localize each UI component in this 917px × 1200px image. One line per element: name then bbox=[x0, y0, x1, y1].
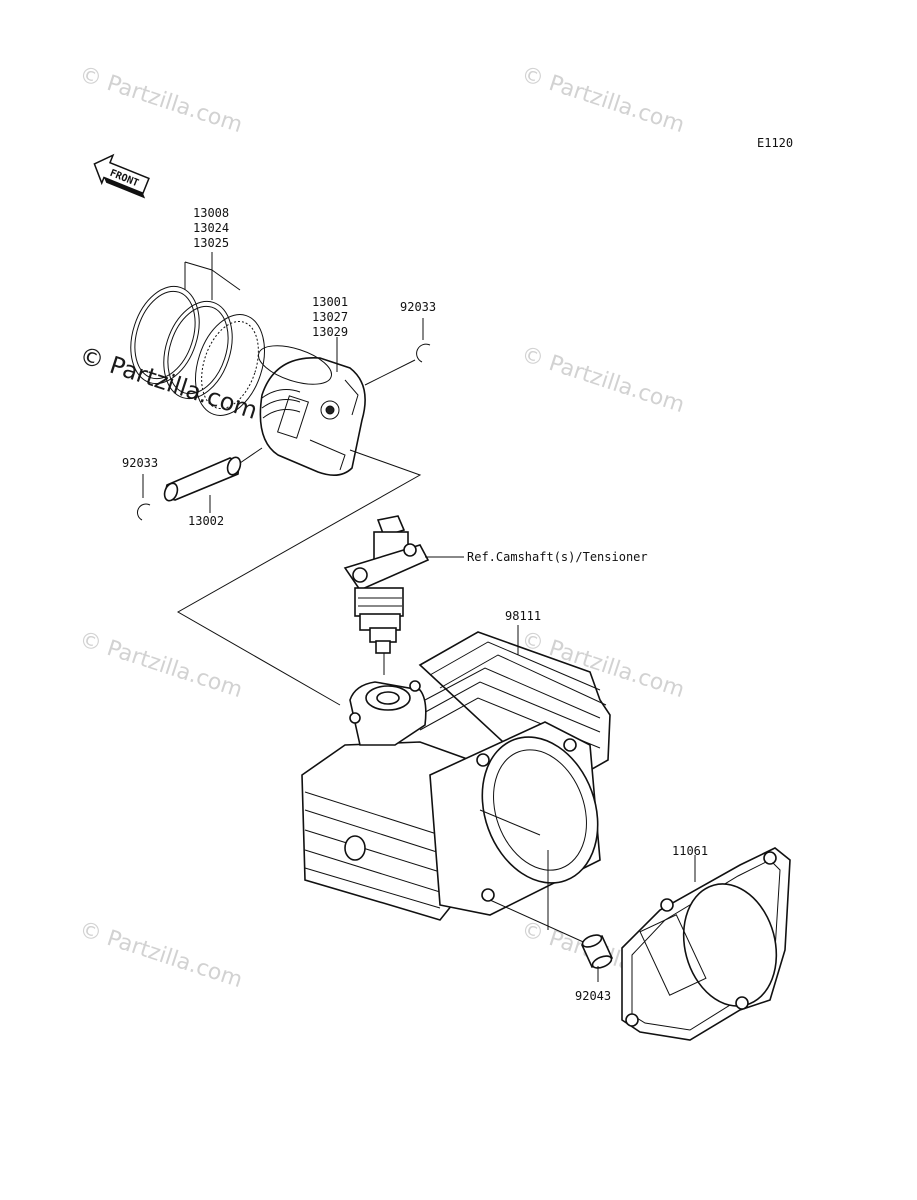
piston-pin bbox=[163, 456, 242, 502]
label-cylinder: 98111 bbox=[505, 609, 541, 623]
assembly-guide-line bbox=[176, 449, 422, 706]
label-piston-13029: 13029 bbox=[312, 325, 348, 339]
label-clip-right: 92033 bbox=[400, 300, 436, 314]
watermark: © Partzilla.com bbox=[76, 627, 245, 703]
label-rings-13024: 13024 bbox=[193, 221, 229, 235]
rings-leader bbox=[184, 252, 241, 300]
cylinder-block bbox=[301, 631, 611, 921]
watermark: © Partzilla.com bbox=[76, 62, 245, 138]
label-piston-13027: 13027 bbox=[312, 310, 348, 324]
label-rings-13025: 13025 bbox=[193, 236, 229, 250]
diagram-code: E1120 bbox=[757, 136, 793, 150]
label-clip-left: 92033 bbox=[122, 456, 158, 470]
label-pin: 13002 bbox=[188, 514, 224, 528]
head-gasket bbox=[621, 847, 791, 1041]
circlip-right bbox=[416, 343, 431, 363]
watermark: © Partzilla.com bbox=[518, 342, 687, 418]
label-gasket: 11061 bbox=[672, 844, 708, 858]
piston-rings bbox=[130, 285, 265, 416]
circlip-left bbox=[137, 503, 151, 521]
piston bbox=[258, 345, 366, 476]
label-piston-13001: 13001 bbox=[312, 295, 348, 309]
dowel-pin bbox=[580, 934, 614, 969]
label-rings-13008: 13008 bbox=[193, 206, 229, 220]
label-tensioner-ref: Ref.Camshaft(s)/Tensioner bbox=[467, 550, 648, 564]
watermark: © Partzilla.com bbox=[518, 62, 687, 138]
watermark: © Partzilla.com bbox=[76, 917, 245, 993]
front-arrow-icon: FRONT bbox=[93, 153, 150, 199]
cam-chain-tensioner bbox=[343, 515, 430, 654]
label-dowel: 92043 bbox=[575, 989, 611, 1003]
